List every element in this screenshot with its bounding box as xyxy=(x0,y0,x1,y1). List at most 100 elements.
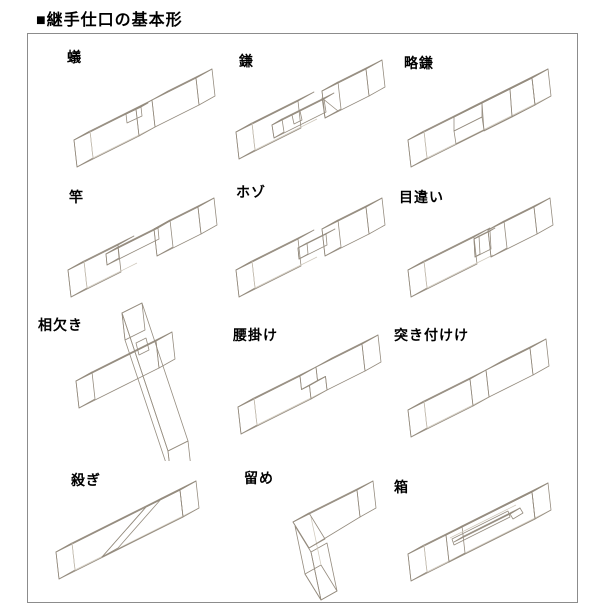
joint-label-ari: 蟻 xyxy=(67,49,82,65)
joint-faces xyxy=(453,88,513,145)
tan-beam xyxy=(321,59,386,119)
hidden-edges xyxy=(71,507,200,571)
vertical-left-face xyxy=(294,525,322,601)
joint-diagram-hako xyxy=(407,482,552,582)
tan-end-face xyxy=(179,480,200,518)
tan-end-face xyxy=(365,197,386,235)
joint-faces xyxy=(135,337,150,356)
cream-end-face xyxy=(55,542,76,580)
tan-front-face xyxy=(487,206,538,258)
vertical-bottom-end-face xyxy=(304,564,338,601)
tan-front-face xyxy=(151,77,200,128)
cross-end-face xyxy=(121,302,146,341)
tan-end-face xyxy=(531,482,552,520)
hidden-edges xyxy=(83,260,138,289)
tenon xyxy=(297,228,336,260)
joint-diagram-ryakugama xyxy=(407,68,552,168)
cream-front-face xyxy=(67,244,122,298)
hidden-edges xyxy=(251,118,318,151)
tan-end-face xyxy=(533,197,554,235)
tan-front-face xyxy=(321,206,370,257)
cream-front-face xyxy=(55,489,184,580)
tongue xyxy=(473,227,496,258)
shoulder-cut-face xyxy=(321,97,339,119)
joint-label-ryakugama: 略鎌 xyxy=(404,55,434,71)
joint-diagram-ari xyxy=(73,68,216,168)
channel-near-wall xyxy=(451,510,511,546)
tan-end-face xyxy=(197,197,218,235)
tan-end-face xyxy=(529,338,550,376)
tan-end-face xyxy=(531,68,552,106)
diagram-frame: 蟻 鎌 略鎌 竿 ホゾ 目違い 相欠き 腰掛け 突き付けけ 殺ぎ 留め 箱 xyxy=(27,33,578,603)
joint-diagram-tome xyxy=(292,480,377,601)
tan-end-cut-face xyxy=(75,371,96,409)
vertical-right-face xyxy=(310,542,338,601)
joint-diagram-tsukitsuke xyxy=(407,338,550,438)
tan-front-face xyxy=(321,68,370,119)
notch-cut-face xyxy=(135,337,150,356)
tenon-step-face xyxy=(291,110,303,125)
cream-end-face xyxy=(235,260,256,298)
joint-faces xyxy=(487,220,508,258)
hidden-edges xyxy=(253,389,328,426)
tenon-end-face xyxy=(271,118,285,139)
joint-diagram-sogi xyxy=(55,480,200,580)
joint-diagram-sao xyxy=(67,197,218,298)
joint-label-tsukitsuke: 突き付けけ xyxy=(394,327,469,343)
joint-label-sao: 竿 xyxy=(69,189,84,205)
cream-beam xyxy=(67,235,138,298)
tan-beam xyxy=(487,197,554,258)
cream-end-face xyxy=(407,400,428,438)
joint-label-aikaki: 相欠き xyxy=(38,317,83,333)
cream-end-face xyxy=(237,397,258,435)
cream-front-face xyxy=(407,236,478,298)
cross-side-face xyxy=(121,312,170,461)
gooseneck-tenon xyxy=(271,92,335,139)
page-title: ■継手仕口の基本形 xyxy=(36,12,183,29)
tenon-front-face xyxy=(271,98,327,139)
cream-end-face xyxy=(235,122,256,160)
joint-faces xyxy=(292,512,326,549)
joint-diagram-aikaki xyxy=(75,302,191,461)
butt-cut-face xyxy=(469,369,490,407)
pole-tenon xyxy=(105,220,171,266)
tan-beam xyxy=(153,197,218,257)
joint-faces xyxy=(469,369,490,407)
joint-cut-face xyxy=(487,220,508,258)
hidden-edges xyxy=(251,256,318,289)
joint-cut-face xyxy=(321,219,342,257)
cream-end-face xyxy=(67,260,88,298)
cream-vertical-beam xyxy=(294,516,338,601)
tongue-end-face xyxy=(473,235,481,258)
dovetail-pin xyxy=(125,102,149,124)
channel-end-wall xyxy=(509,507,524,520)
tan-front-face xyxy=(315,343,366,391)
tenon-end-face xyxy=(297,242,309,260)
joint-diagram-koshikake xyxy=(237,334,382,435)
joint-label-koshikake: 腰掛け xyxy=(233,327,278,343)
cream-end-face xyxy=(407,130,428,168)
tan-front-face xyxy=(509,77,536,118)
zigzag-upper-face xyxy=(481,88,513,132)
cream-beam xyxy=(55,480,200,580)
hidden-edges xyxy=(423,509,552,573)
joint-cut-face xyxy=(153,219,174,257)
tenon-end-face xyxy=(105,246,120,266)
pin-top-face xyxy=(125,102,149,115)
joint-label-sogi: 殺ぎ xyxy=(71,472,101,488)
tan-end-face xyxy=(195,68,216,106)
cream-front-face xyxy=(235,238,302,298)
joint-diagram-hozo xyxy=(235,197,386,298)
tan-beam xyxy=(151,68,216,128)
cream-front-face xyxy=(235,100,302,160)
tan-beam xyxy=(321,197,386,257)
miter-cut-face xyxy=(292,512,326,549)
joint-diagram-kama xyxy=(235,59,386,160)
cream-cross-beam xyxy=(121,302,191,461)
cross-bottom-end-face xyxy=(167,440,191,461)
tan-end-face xyxy=(361,334,382,372)
channel-opening-edges xyxy=(449,504,517,539)
joint-cut-face xyxy=(135,99,156,137)
hidden-edges xyxy=(89,126,156,159)
tan-front-face xyxy=(485,347,534,398)
